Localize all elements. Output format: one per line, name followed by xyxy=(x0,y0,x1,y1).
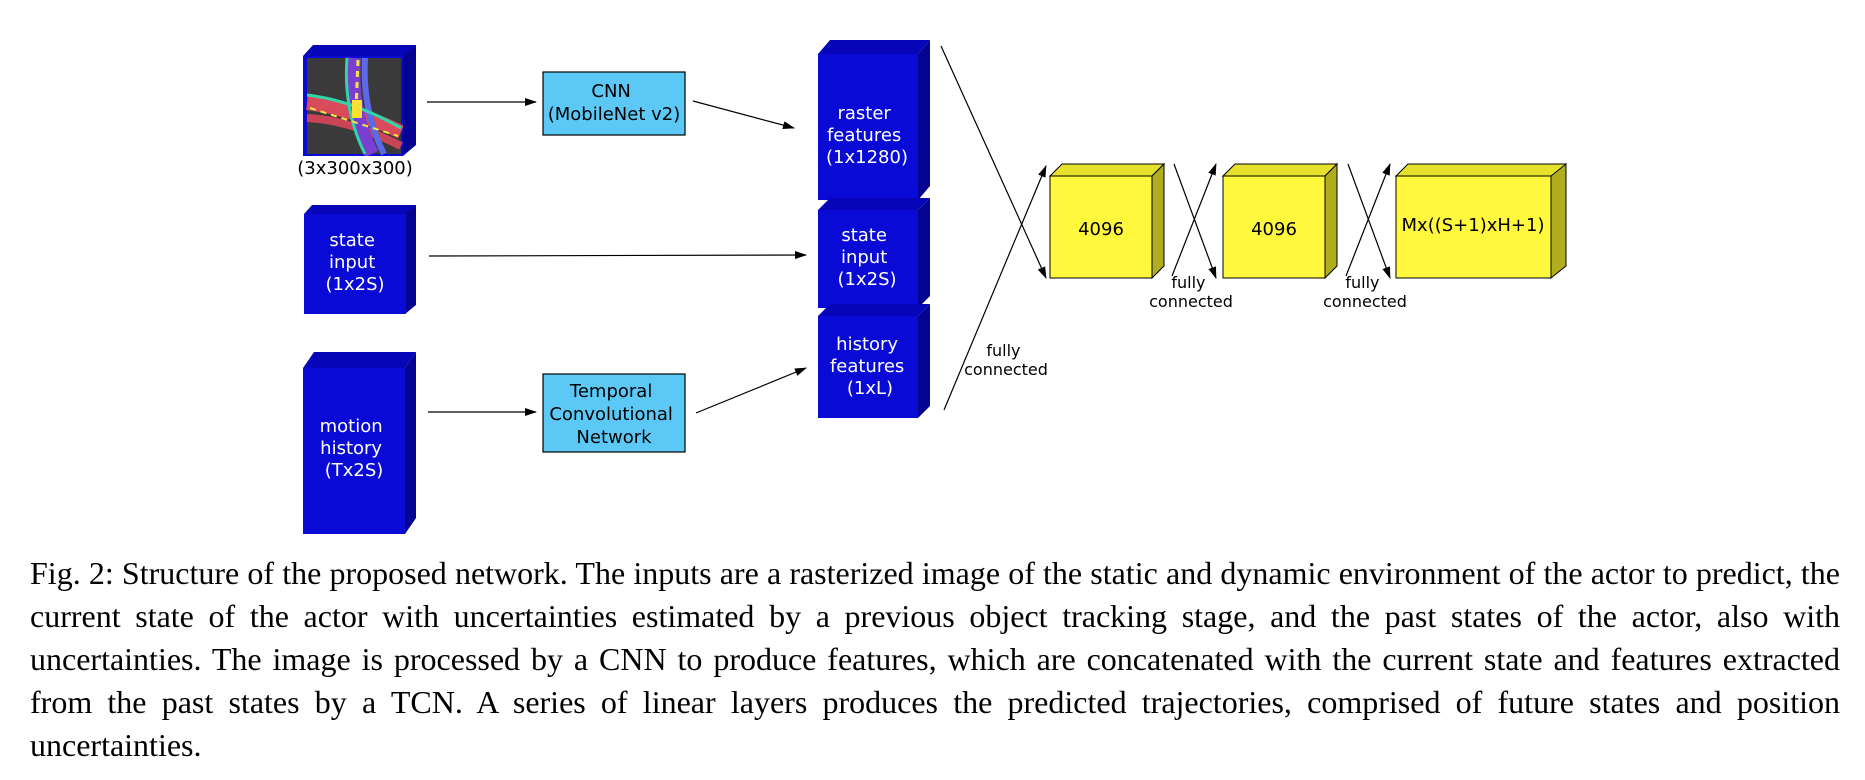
cnn-label-line-1: CNN xyxy=(591,81,631,102)
concat-state-input-block: state input (1x2S) xyxy=(818,198,930,308)
tcn-module: Temporal Convolutional Network xyxy=(542,373,686,453)
fc-layer-1: 4096 xyxy=(1048,162,1166,280)
svg-text:state input (1x2S): state input (1x2S) xyxy=(325,230,384,295)
svg-text:state input (1x2S): state input (1x2S) xyxy=(837,225,896,290)
raster-features-line-2: features xyxy=(827,125,901,146)
fc-layer-1-label: 4096 xyxy=(1078,219,1124,240)
fully-connected-label-1: fully connected xyxy=(964,341,1048,379)
fc-cross-b xyxy=(943,165,1047,411)
history-features-line-1: history xyxy=(836,334,898,355)
output-layer: Mx((S+1)xH+1) xyxy=(1394,162,1568,280)
concat-state-line-1: state xyxy=(841,225,887,246)
raster-image-block xyxy=(303,45,416,156)
state-input-line-3: (1x2S) xyxy=(325,274,384,295)
arrow-cnn-to-raster-features xyxy=(692,100,795,130)
svg-text:motion history (Tx: motion history (Tx2S) xyxy=(320,416,389,481)
concat-state-line-2: input xyxy=(841,247,887,268)
arrow-state-to-concat xyxy=(428,251,807,260)
network-diagram: (3x300x300) state input (1x2S) motion hi… xyxy=(297,40,1568,534)
state-input-block: state input (1x2S) xyxy=(304,205,416,314)
output-layer-label: Mx((S+1)xH+1) xyxy=(1402,215,1545,236)
arrow-tcn-to-history-features xyxy=(695,367,807,414)
fc-cross-d xyxy=(1171,163,1217,277)
fc-layer-2-label: 4096 xyxy=(1251,219,1297,240)
raster-features-line-1: raster xyxy=(837,103,891,124)
fc-cross-e xyxy=(1347,163,1391,279)
state-input-line-2: input xyxy=(329,252,375,273)
svg-text:history features (: history features (1xL) xyxy=(830,334,910,399)
tcn-label-line-1: Temporal xyxy=(569,381,652,402)
raster-dims-label: (3x300x300) xyxy=(297,158,413,179)
rasterized-map-image-icon xyxy=(306,57,403,156)
fc-cross-a xyxy=(940,45,1047,279)
history-features-line-3: (1xL) xyxy=(847,378,893,399)
svg-text:Temporal Convolutional: Temporal Convolutional Network xyxy=(549,381,678,448)
raster-features-line-3: (1x1280) xyxy=(826,147,908,168)
motion-history-block: motion history (Tx2S) xyxy=(303,352,416,534)
tcn-label-line-3: Network xyxy=(576,427,652,448)
history-features-block: history features (1xL) xyxy=(818,304,930,418)
svg-text:raster features (1: raster features (1x1280) xyxy=(826,103,908,168)
history-features-line-2: features xyxy=(830,356,904,377)
fc-cross-f xyxy=(1345,163,1391,277)
svg-text:CNN (MobileNet v2): CNN (MobileNet v2) xyxy=(548,81,681,125)
motion-history-line-1: motion xyxy=(320,416,383,437)
motion-history-line-2: history xyxy=(320,438,382,459)
cnn-module: CNN (MobileNet v2) xyxy=(542,71,686,136)
fc-cross-c xyxy=(1173,163,1217,279)
state-input-line-1: state xyxy=(329,230,375,251)
fully-connected-label-3: fully connected xyxy=(1323,273,1407,311)
motion-history-line-3: (Tx2S) xyxy=(325,460,384,481)
arrows xyxy=(427,45,1391,416)
raster-features-block: raster features (1x1280) xyxy=(818,40,930,200)
tcn-label-line-2: Convolutional xyxy=(549,404,673,425)
fc-layer-2: 4096 xyxy=(1221,162,1339,280)
fully-connected-label-2: fully connected xyxy=(1149,273,1233,311)
figure-caption: Fig. 2: Structure of the proposed networ… xyxy=(30,555,1840,763)
concat-state-line-3: (1x2S) xyxy=(837,269,896,290)
cnn-label-line-2: (MobileNet v2) xyxy=(548,104,681,125)
